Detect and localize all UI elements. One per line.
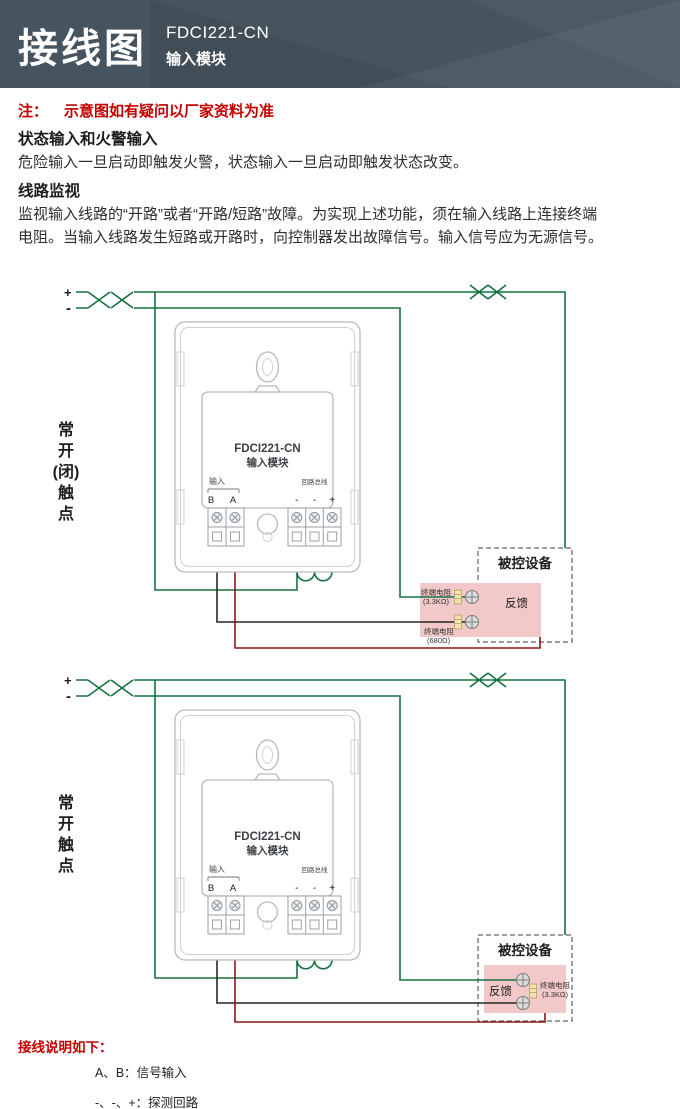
caution-note: 注： 示意图如有疑问以厂家资料为准 [18, 100, 274, 121]
resistor1-value: (3.3KΩ) [542, 990, 569, 999]
page-title: 接线图 [18, 27, 147, 71]
plus-marker: + [64, 673, 72, 688]
diagram-2: + - 被控设备 终端电阻 (3.3KΩ) 反馈 [64, 672, 573, 1023]
termination-area [420, 583, 541, 637]
model-subtitle: 输入模块 [166, 51, 227, 68]
minus-marker: - [66, 300, 71, 317]
loop-bus-branch [154, 680, 298, 979]
loop-bus-wire-minus [76, 695, 516, 981]
minus-marker: - [66, 688, 71, 705]
twisted-pair-left-icon [87, 679, 134, 697]
section-heading-line-monitoring: 线路监视 [18, 183, 81, 200]
twisted-pair-right-icon [469, 672, 507, 688]
input-module-instance-1 [175, 322, 360, 572]
section-body-status-input: 危险输入一旦启动即触发火警，状态输入一旦启动即触发状态改变。 [18, 154, 469, 171]
controlled-device-label: 被控设备 [498, 942, 552, 958]
input-module-instance-2 [175, 710, 360, 960]
controlled-device-box [477, 934, 573, 1022]
resistor2-name: 终端电阻 [424, 626, 454, 636]
loop-bus-wire-minus [76, 307, 465, 598]
note-text: 示意图如有疑问以厂家资料为准 [64, 103, 275, 120]
note-prefix: 注： [18, 103, 49, 120]
resistor2-value: (680Ω) [427, 636, 451, 645]
wiring-notes-heading: 接线说明如下： [18, 1040, 113, 1055]
plus-marker: + [64, 285, 72, 300]
model-name: FDCI221-CN [166, 23, 270, 42]
terminal-jumper-arcs [296, 959, 333, 970]
controlled-device-label: 被控设备 [498, 555, 552, 571]
section-heading-status-input: 状态输入和火警输入 [18, 131, 158, 148]
twisted-pair-left-icon [87, 291, 134, 309]
page-banner: 接线图 FDCI221-CN 输入模块 [0, 0, 680, 88]
signal-wire-a [234, 546, 541, 649]
section-body-line-monitoring: 监视输入线路的“开路”或者“开路/短路”故障。为实现上述功能，须在输入线路上连接… [18, 206, 604, 246]
resistor1-name: 终端电阻 [540, 980, 570, 990]
twisted-pair-right-icon [469, 284, 507, 300]
terminal-jumper-arcs [296, 571, 333, 582]
model-block: FDCI221-CN 输入模块 [166, 23, 269, 69]
resistor1-name: 终端电阻 [421, 587, 451, 597]
feedback-label: 反馈 [505, 597, 528, 610]
signal-wire-a [234, 934, 546, 1023]
wiring-note-signal-input: A、B：信号输入 [95, 1066, 187, 1080]
resistor1-value: (3.3KΩ) [423, 597, 450, 606]
contact-type-label-2: 常 开 触 点 [57, 795, 74, 875]
loop-bus-branch [154, 292, 298, 591]
contact-type-label-1: 常 开 (闭) 触 点 [52, 422, 80, 523]
loop-bus-wire-plus [76, 291, 566, 548]
wiring-note-detection-loop: -、-、+：探测回路 [95, 1096, 199, 1109]
diagram-1: + - 被控设备 终端电阻 (3.3KΩ) 终端电阻 (680Ω) 反馈 [64, 284, 573, 649]
loop-bus-wire-plus [76, 679, 566, 935]
feedback-label: 反馈 [489, 985, 512, 998]
